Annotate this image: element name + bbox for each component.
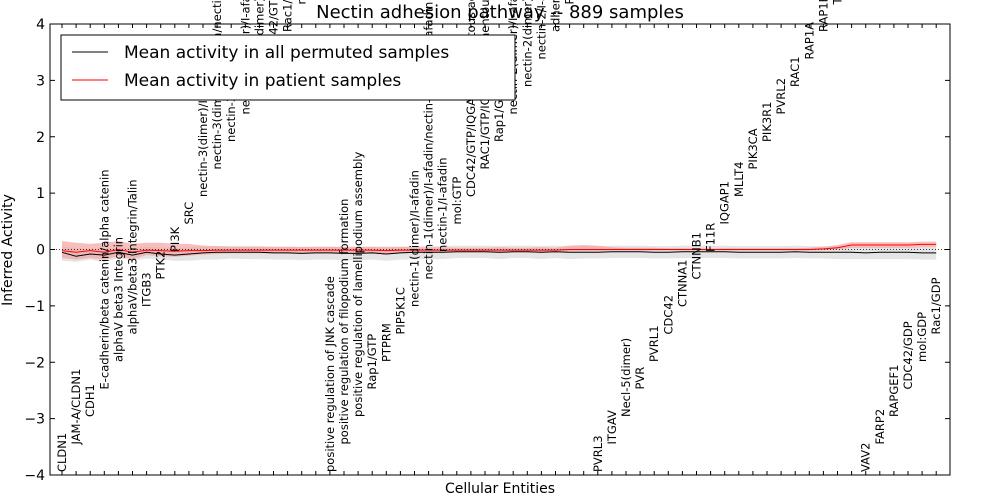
x-tick-label: F11R	[704, 223, 718, 252]
x-tick-label: RAP1B	[816, 0, 830, 32]
x-tick-label: nectin-2(dimer)/I-afadin/nectin-2(dimer)…	[520, 0, 534, 87]
x-tick-label: nectin-1/I-afadin	[436, 158, 450, 253]
x-tick-label: positive regulation of filopodium format…	[337, 199, 351, 445]
x-tick-label: FARP2	[873, 409, 887, 445]
x-tick-label: PVR	[633, 367, 647, 390]
x-tick-label: SRC	[182, 202, 196, 225]
x-tick-label: Rac1/GTP	[281, 0, 295, 32]
x-tick-label: alphaV/beta3 Integrin/Talin	[126, 179, 140, 334]
x-tick-label: Necl-5(dimer)	[619, 338, 633, 417]
x-tick-label: positive regulation of JNK cascade	[323, 276, 337, 472]
x-tick-label: PIP5K1C	[393, 287, 407, 334]
x-tick-label: adherens junction assembly	[549, 0, 563, 32]
y-tick-label: 1	[36, 186, 45, 202]
x-tick-label: PVRL1	[647, 325, 661, 362]
x-tick-label: CLDN1	[55, 433, 69, 472]
x-tick-label: PTPRM	[379, 323, 393, 362]
x-tick-label: RAPGEF1	[887, 365, 901, 417]
chart-title: Nectin adhesion pathway -- 889 samples	[316, 2, 684, 23]
legend-box	[60, 34, 516, 101]
y-tick-label: 4	[36, 17, 45, 33]
series-line-1	[61, 243, 937, 253]
x-tick-label: ITGAV	[605, 410, 619, 444]
x-tick-label: PIK3CA	[746, 128, 760, 169]
x-tick-label: RAP1A	[802, 22, 816, 60]
x-tick-label: mol:GDP	[915, 312, 929, 362]
x-tick-label: CDC42	[661, 295, 675, 335]
x-tick-label: nectin-1(dimer)/I-afadin	[408, 170, 422, 307]
x-tick-label: PVRL2	[774, 78, 788, 115]
x-tick-label: PTK2	[154, 251, 168, 280]
x-tick-label: alphaV beta3 Integrin	[111, 237, 125, 362]
x-tick-label: PI3K	[168, 226, 182, 252]
y-tick-label: −2	[24, 355, 45, 371]
x-tick-label: JAM-A/CLDN1	[69, 369, 83, 446]
x-tick-label: mol:GTP	[450, 177, 464, 225]
x-tick-label: TLN1	[831, 0, 845, 6]
legend-label-0: Mean activity in all permuted samples	[124, 43, 449, 63]
legend-label-1: Mean activity in patient samples	[124, 71, 401, 91]
x-tick-label: CTNNB1	[690, 232, 704, 279]
x-tick-label: E-cadherin/beta catenin/alpha catenin	[97, 170, 111, 390]
y-tick-label: 0	[36, 243, 45, 259]
x-tick-label: ITGB3	[140, 272, 154, 307]
y-axis-label: Inferred Activity	[0, 194, 16, 306]
x-tick-label: Rac1/GDP	[929, 277, 943, 334]
x-axis-label: Cellular Entities	[445, 481, 555, 497]
series-line-0	[61, 251, 937, 257]
x-tick-label: CTNNA1	[675, 260, 689, 307]
y-tick-label: −3	[24, 412, 45, 428]
x-tick-label: positive regulation of lamellipodium ass…	[351, 152, 365, 417]
x-tick-label: Rap1/GTP	[365, 334, 379, 390]
x-tick-label: PDGFRB	[563, 0, 577, 5]
x-tick-label: PVRL3	[591, 435, 605, 472]
y-tick-label: −1	[24, 299, 45, 315]
x-tick-label: CDH1	[83, 384, 97, 417]
x-tick-label: nectin-3(dimer)/I-afadin/nectin-2(dimer)…	[295, 0, 309, 5]
y-tick-label: 2	[36, 130, 45, 146]
y-tick-label: 3	[36, 73, 45, 89]
x-tick-label: RAC1	[788, 56, 802, 87]
x-tick-label: PIK3R1	[760, 102, 774, 143]
x-tick-label: VAV2	[859, 443, 873, 472]
x-tick-label: MLLT4	[732, 162, 746, 198]
x-tick-label: nectin-2/I-afadin	[534, 0, 548, 60]
x-tick-label: IQGAP1	[718, 181, 732, 224]
y-tick-label: −4	[24, 468, 45, 484]
x-tick-label: CDC42/GDP	[901, 321, 915, 389]
